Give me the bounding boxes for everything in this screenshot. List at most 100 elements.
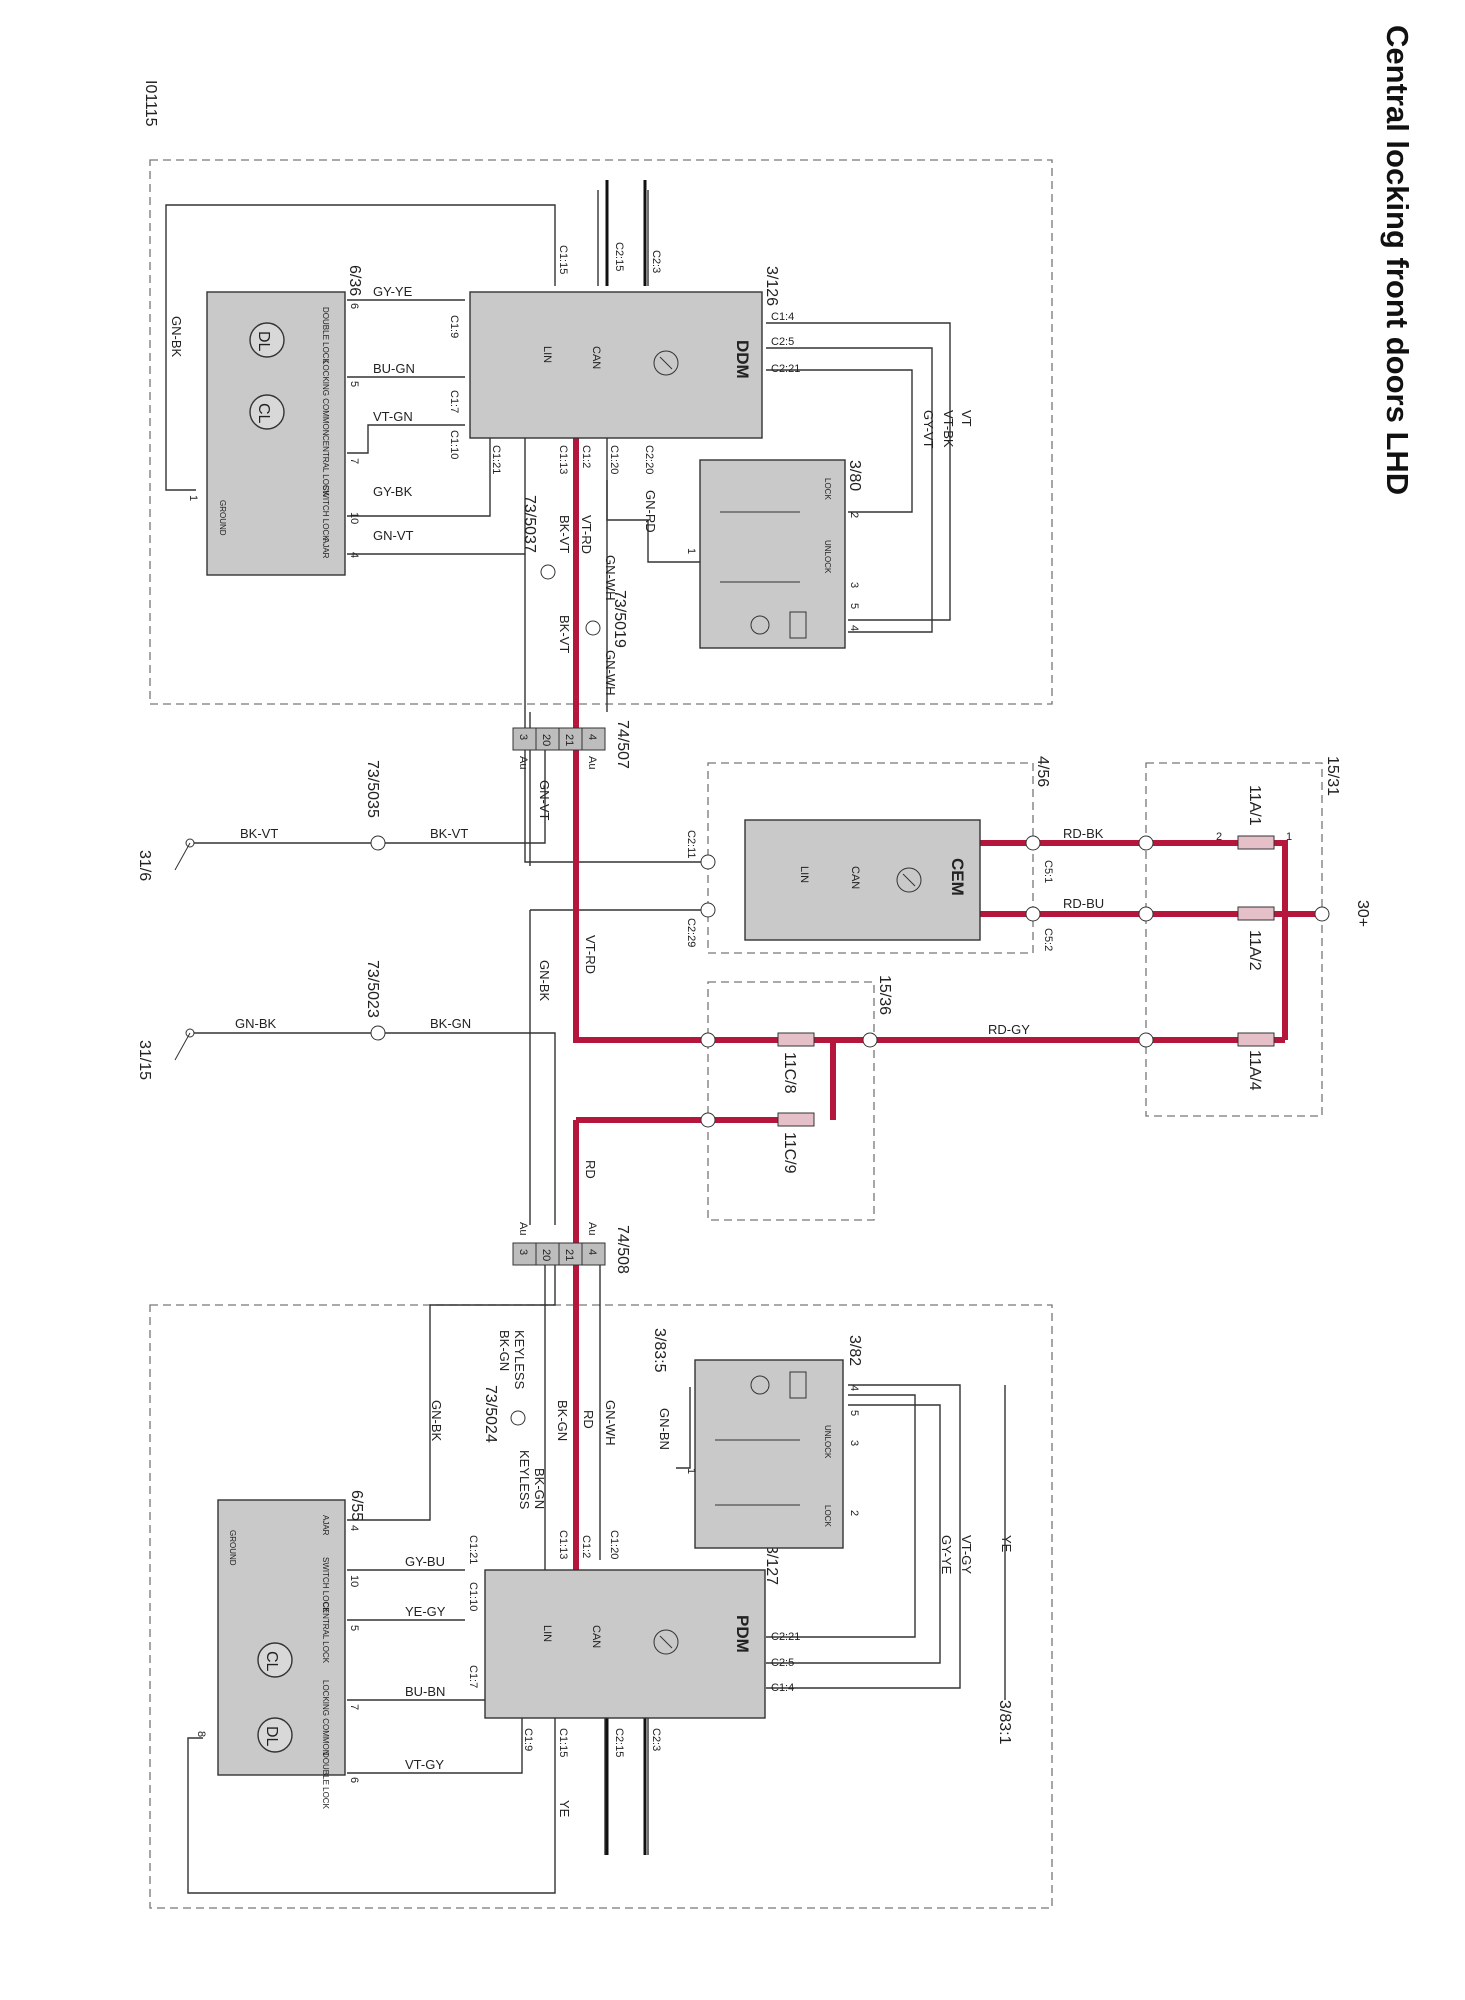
pdm-pin-c2-15: C2:15 — [613, 1728, 625, 1757]
power-wires — [573, 436, 1322, 1717]
cem-pin-c2-29 — [700, 902, 716, 918]
fuse-11a-1 — [1237, 835, 1275, 850]
wire-bk-gn-a: BK-GN — [497, 1330, 512, 1371]
ddm-name: DDM — [733, 340, 752, 379]
fuse-11a-4-label: 11A/4 — [1246, 1050, 1263, 1091]
ddm-pin-c1-10: C1:10 — [448, 430, 460, 459]
c508-au-1: Au — [586, 1222, 598, 1235]
label-double-lock-front: DOUBLE LOCK — [321, 307, 330, 365]
pdm-pin-c2-5: C2:5 — [771, 1657, 794, 1669]
c507-pin-4: 4 — [586, 734, 598, 740]
wire-gn-bk-trunk: GN-BK — [537, 960, 552, 1002]
motor-front-pin-1: 1 — [187, 495, 199, 501]
wire-gn-wh-rear: GN-WH — [603, 1400, 618, 1446]
motor-rear-pin-7: 7 — [348, 1704, 360, 1710]
keyless-a: KEYLESS — [512, 1330, 527, 1390]
label-ground-front: GROUND — [218, 500, 227, 536]
ddm-pin-c2-5: C2:5 — [771, 336, 794, 348]
wire-gn-vt: GN-VT — [373, 528, 414, 543]
wire-vt-gy: VT-GY — [405, 1757, 444, 1772]
lock-motor-front-ref: 6/36 — [346, 265, 363, 296]
c508-au-2: Au — [517, 1222, 529, 1235]
switch-rear-pin-5: 5 — [848, 1410, 860, 1416]
wire-ye-gy: YE-GY — [405, 1604, 446, 1619]
fuse-box-15-36-ref: 15/36 — [876, 975, 893, 1015]
ground-31-6-ref: 31/6 — [136, 850, 153, 881]
fuse-11c-9 — [777, 1112, 815, 1127]
page-title: Central locking front doors LHD — [1380, 25, 1415, 495]
fuse-box-15-36-area — [707, 981, 875, 1221]
ref-3-83-1: 3/83:1 — [996, 1700, 1013, 1745]
lock-motor-front: 6/36 DL CL DOUBLE LOCK LOCKING COMMON CE… — [187, 265, 363, 576]
cem-pin-c2-11 — [700, 854, 716, 870]
switch-rear-lock: LOCK — [823, 1505, 832, 1527]
connector-74-508-ref: 74/508 — [614, 1225, 631, 1274]
cem-pin-c5-2 — [1025, 906, 1041, 922]
supply-30-plus: 30+ — [1354, 900, 1371, 927]
lock-motor-rear: 6/55 CL DL AJAR GROUND SWITCH LOCK CENTR… — [195, 1490, 365, 1810]
fuse-box-15-31: 15/31 11A/1 11A/2 11A/4 30+ 2 1 — [1138, 756, 1371, 1091]
wire-bu-bn: BU-BN — [405, 1684, 445, 1699]
cem-area — [707, 762, 1034, 954]
pdm-pin-c1-9: C1:9 — [522, 1728, 534, 1751]
cem-module: CEM 4/56 CAN LIN — [744, 756, 1051, 941]
switch-front-pin-4: 4 — [848, 625, 860, 631]
pdm-pin-c1-10: C1:10 — [467, 1582, 479, 1611]
splice-5024 — [510, 1410, 526, 1426]
label-central-lock-rear: CENTRAL LOCK — [321, 1602, 330, 1664]
motor-cl-rear: CL — [263, 1651, 280, 1672]
label-central-lock-front: CENTRAL LOCK — [321, 435, 330, 497]
wire-vt-gy-switch: VT-GY — [959, 1535, 974, 1574]
ground-31-15-wire-b: BK-GN — [430, 1016, 471, 1031]
wire-gy-ye: GY-YE — [373, 284, 413, 299]
pdm-pin-c2-3: C2:3 — [650, 1728, 662, 1751]
motor-front-pin-7: 7 — [348, 458, 360, 464]
splice-5024-ref: 73/5024 — [482, 1385, 499, 1443]
wire-vt-rd-trunk: VT-RD — [583, 935, 598, 974]
switch-front-pin-5: 5 — [848, 603, 860, 609]
motor-rear-pin-6: 6 — [348, 1777, 360, 1783]
splice-5023 — [370, 1025, 386, 1041]
switch-front-pin-3: 3 — [848, 582, 860, 588]
fuse-11a-4 — [1237, 1032, 1275, 1047]
pdm-module: PDM 3/127 CAN LIN — [484, 1545, 780, 1719]
ground-31-15-wire-a: GN-BK — [235, 1016, 277, 1031]
wire-gn-bk-front: GN-BK — [169, 316, 184, 358]
splice-points — [370, 564, 601, 1426]
switch-rear-ref: 3/82 — [846, 1335, 863, 1366]
splice-5037-ref: 73/5037 — [521, 495, 538, 553]
wire-gy-ye-switch: GY-YE — [939, 1535, 954, 1575]
switch-rear-pin-4: 4 — [848, 1385, 860, 1391]
ddm-ref: 3/126 — [763, 266, 780, 306]
wire-gn-bn: GN-BN — [657, 1408, 672, 1450]
lock-motor-rear-ref: 6/55 — [348, 1490, 365, 1521]
ddm-pin-c1-15: C1:15 — [557, 245, 569, 274]
connector-74-507: 74/507 4 21 20 3 Au Au — [512, 720, 631, 769]
ddm-module: DDM 3/126 CAN LIN — [469, 266, 780, 439]
ddm-can-label: CAN — [590, 346, 602, 369]
wire-labels-trunk: GN-VT VT-RD GN-BK RD RD-BK RD-BU RD-GY — [537, 780, 1104, 1179]
motor-front-pin-5: 5 — [348, 381, 360, 387]
motor-rear-pin-8: 8 — [195, 1731, 207, 1737]
wire-ye-rear: YE — [557, 1800, 572, 1818]
wire-rd-bu: RD-BU — [1063, 896, 1104, 911]
wire-bk-vt-b: BK-VT — [557, 615, 572, 653]
pdm-can-label: CAN — [590, 1625, 602, 1648]
fuse-11c-8 — [777, 1032, 815, 1047]
wire-rd-bk: RD-BK — [1063, 826, 1104, 841]
fuse-box-15-31-ref: 15/31 — [1324, 756, 1341, 796]
switch-front-unlock: UNLOCK — [823, 540, 832, 574]
ddm-pin-c1-4: C1:4 — [771, 311, 794, 323]
switch-rear-pin-2: 2 — [848, 1510, 860, 1516]
fuse-11a-1-label: 11A/1 — [1246, 785, 1263, 826]
pdm-pin-labels: C1:21 C1:13 C1:2 C1:20 C2:21 C2:5 C1:4 C… — [467, 1530, 800, 1757]
motor-front-pin-4: 4 — [348, 552, 360, 558]
pdm-pin-c1-4: C1:4 — [771, 1682, 794, 1694]
wire-bk-vt-a: BK-VT — [557, 515, 572, 553]
ddm-pin-c1-20: C1:20 — [608, 445, 620, 474]
motor-rear-pin-5: 5 — [348, 1625, 360, 1631]
splice-5023-ref: 73/5023 — [364, 960, 381, 1018]
fuse-box-15-36: 15/36 11C/8 11C/9 — [700, 975, 893, 1174]
keyless-b: KEYLESS — [517, 1450, 532, 1510]
